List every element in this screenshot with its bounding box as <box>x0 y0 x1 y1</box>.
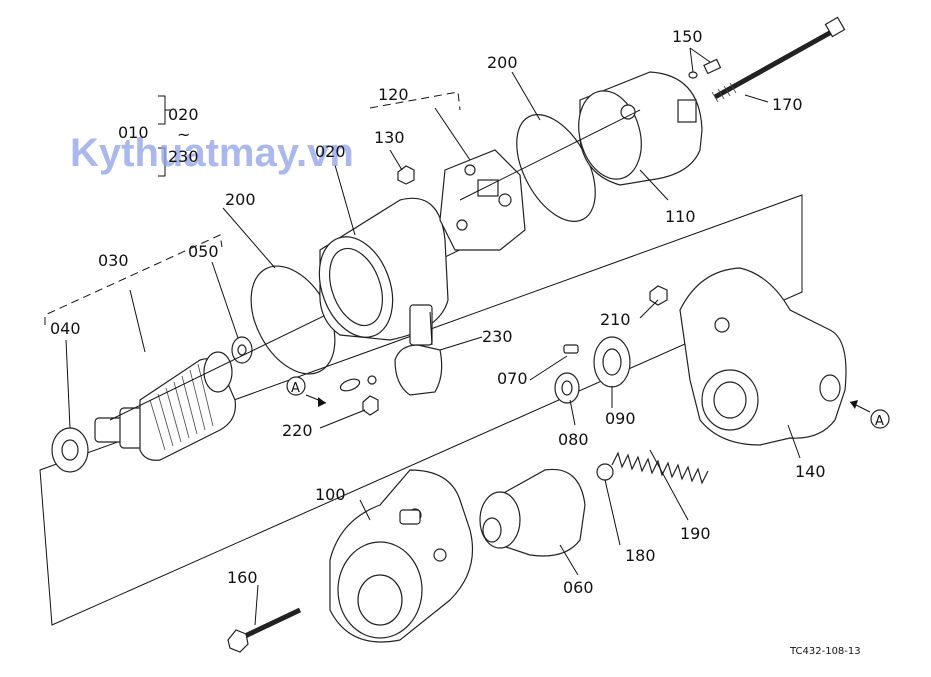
retainer-080 <box>554 372 580 404</box>
label-030: 030 <box>98 251 129 270</box>
label-140: 140 <box>795 462 826 481</box>
label-110: 110 <box>665 207 696 226</box>
label-130: 130 <box>374 128 405 147</box>
reference-marker-right: A <box>875 414 884 429</box>
label-220: 220 <box>282 421 313 440</box>
rear-axis-line <box>459 109 641 201</box>
lead-wire-230 <box>394 311 443 396</box>
label-020: 020 <box>315 142 346 161</box>
watermark-text: Kythuatmay.vn <box>70 131 354 175</box>
label-010: 010 <box>118 123 149 142</box>
label-040: 040 <box>50 319 81 338</box>
reference-arrow-right <box>849 400 890 429</box>
bearing-040 <box>51 427 89 473</box>
nut-210 <box>649 285 668 306</box>
steel-ball-180 <box>596 463 614 481</box>
group-brace-010-lower <box>158 147 166 177</box>
label-050: 050 <box>188 242 219 261</box>
bracket-120-group <box>369 91 461 111</box>
brush-holder-120 <box>439 149 526 251</box>
label-200-left: 200 <box>225 190 256 209</box>
group-brace-010 <box>158 95 170 125</box>
label-070: 070 <box>497 369 528 388</box>
label-230: 230 <box>482 327 513 346</box>
pin-070 <box>563 344 579 354</box>
screw-150 <box>688 58 722 79</box>
rear-end-frame-110 <box>578 71 703 186</box>
front-housing-100 <box>329 469 474 643</box>
label-180: 180 <box>625 546 656 565</box>
bolt-160 <box>227 607 302 653</box>
overrunning-clutch-060 <box>479 468 586 557</box>
nut-130 <box>397 165 415 185</box>
label-010-range-to: 230 <box>168 147 199 166</box>
label-080: 080 <box>558 430 589 449</box>
label-160: 160 <box>227 568 258 587</box>
bearing-050 <box>231 336 253 364</box>
terminal-220 <box>339 375 379 416</box>
magnet-switch-140 <box>679 267 847 446</box>
armature-030 <box>94 351 237 461</box>
label-090: 090 <box>605 409 636 428</box>
through-bolt-170 <box>711 16 846 103</box>
yoke-020 <box>318 197 449 346</box>
label-150: 150 <box>672 27 703 46</box>
reference-marker-left: A <box>291 381 300 396</box>
diagram-code: TC432-108-13 <box>789 646 861 657</box>
label-010-tilde: ~ <box>177 125 190 144</box>
leader-lines <box>65 47 801 626</box>
pinion-gear-090 <box>593 336 631 388</box>
bracket-030-group <box>44 234 223 325</box>
label-170: 170 <box>772 95 803 114</box>
label-210: 210 <box>600 310 631 329</box>
label-060: 060 <box>563 578 594 597</box>
label-200-right: 200 <box>487 53 518 72</box>
label-100: 100 <box>315 485 346 504</box>
label-010-range-from: 020 <box>168 105 199 124</box>
label-120: 120 <box>378 85 409 104</box>
label-190: 190 <box>680 524 711 543</box>
reference-arrow-left <box>286 376 327 407</box>
